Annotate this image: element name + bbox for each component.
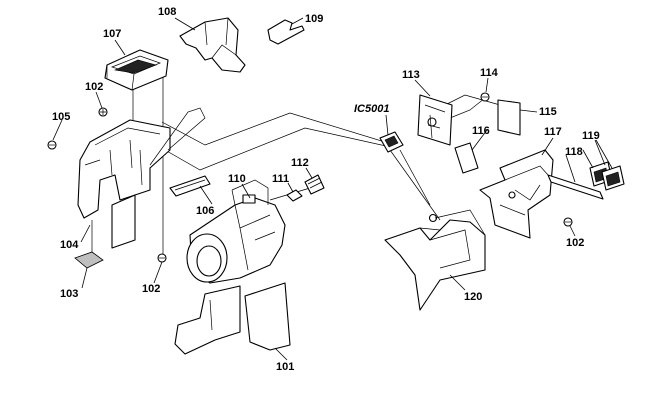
screw-102-bottom [157,253,167,263]
callout-104: 104 [60,239,79,251]
callout-114: 114 [480,67,499,79]
callout-119: 119 [582,130,600,142]
part-ic5001 [379,131,404,153]
part-109-bracket [267,19,305,45]
leader-lines [52,17,613,361]
callout-102-bottom: 102 [142,283,160,295]
callout-116: 116 [472,125,490,137]
callout-102-right: 102 [566,237,584,249]
callout-117: 117 [544,126,562,138]
callout-101: 101 [276,361,294,373]
part-111 [286,189,303,202]
callout-105: 105 [52,111,70,123]
part-107-holder [104,49,169,91]
screw-114 [480,92,490,102]
part-113-board [417,94,453,146]
part-115-pad [497,99,521,136]
part-117-bracket [479,149,554,239]
part-118-strip [547,174,604,200]
callout-112: 112 [291,157,309,169]
callout-107: 107 [103,28,121,40]
screw-105 [47,140,57,150]
callout-109: 109 [305,13,323,25]
part-103-pad [74,251,104,269]
part-116-sheet [454,142,479,174]
part-101-flex [174,282,291,355]
callout-108: 108 [158,6,176,18]
screw-102-right [563,217,573,227]
part-110-lens-block [186,179,286,284]
part-108-flex-cable [179,17,246,73]
callout-115: 115 [539,106,557,118]
part-120-frame [384,209,486,311]
part-119-pads [589,161,625,191]
callout-113: 113 [402,69,420,81]
callout-ic5001: IC5001 [354,103,389,115]
callout-106: 106 [196,205,214,217]
callout-102-top: 102 [85,81,103,93]
part-chassis-frame [77,107,206,249]
callout-118: 118 [565,146,583,158]
callout-111: 111 [272,173,289,185]
callout-120: 120 [464,291,482,303]
part-112 [304,174,325,195]
callout-110: 110 [228,173,246,185]
callout-labels: 107 108 109 102 105 104 103 102 106 110 … [52,6,600,373]
part-106-sheet [169,175,211,197]
screw-102-top [98,107,108,117]
callout-103: 103 [60,288,78,300]
